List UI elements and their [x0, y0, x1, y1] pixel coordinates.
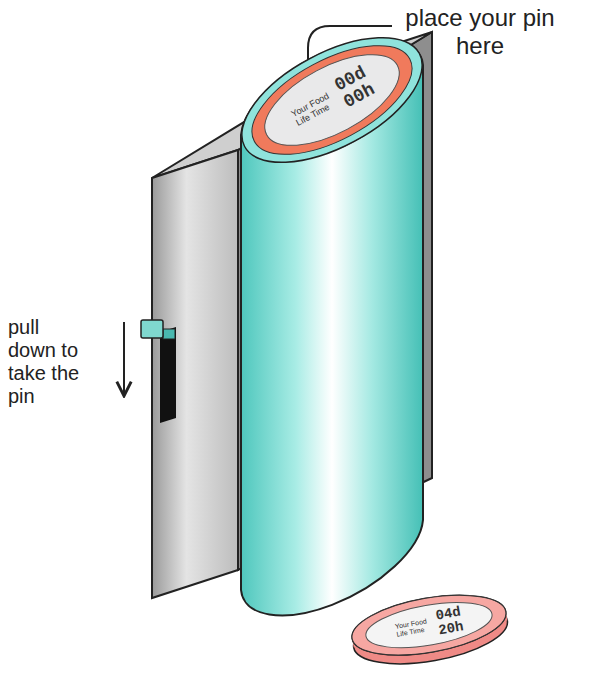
digit-column: 04d20h: [435, 605, 465, 638]
slider-handle: [141, 320, 163, 338]
pin-rim: [223, 12, 442, 188]
caption-column: Your Food Life Time: [290, 89, 342, 129]
digit-column: 00d00h: [332, 64, 378, 113]
pin-rim: [347, 585, 510, 665]
pin-outline: [345, 583, 515, 675]
slider-slot: [160, 327, 176, 423]
slider-stem: [163, 329, 175, 339]
pin-caption: Your Food Life Time: [395, 617, 435, 639]
pin-display: [251, 36, 413, 164]
box-side-face: [152, 150, 238, 598]
pull-arrow: [123, 322, 125, 396]
pin-caption: Your Food Life Time: [290, 89, 342, 129]
pin-display: [362, 594, 495, 656]
pin-ring: [236, 23, 429, 176]
callout-note: place your pin here: [390, 4, 570, 59]
callout-note: pull down to take the pin: [8, 316, 80, 408]
caption-column: Your Food Life Time: [395, 617, 435, 639]
pin-ring: [347, 585, 510, 665]
timer-digits: 20h: [437, 619, 464, 638]
food-timer-pin: Your Food Life Time04d20h: [345, 583, 515, 675]
